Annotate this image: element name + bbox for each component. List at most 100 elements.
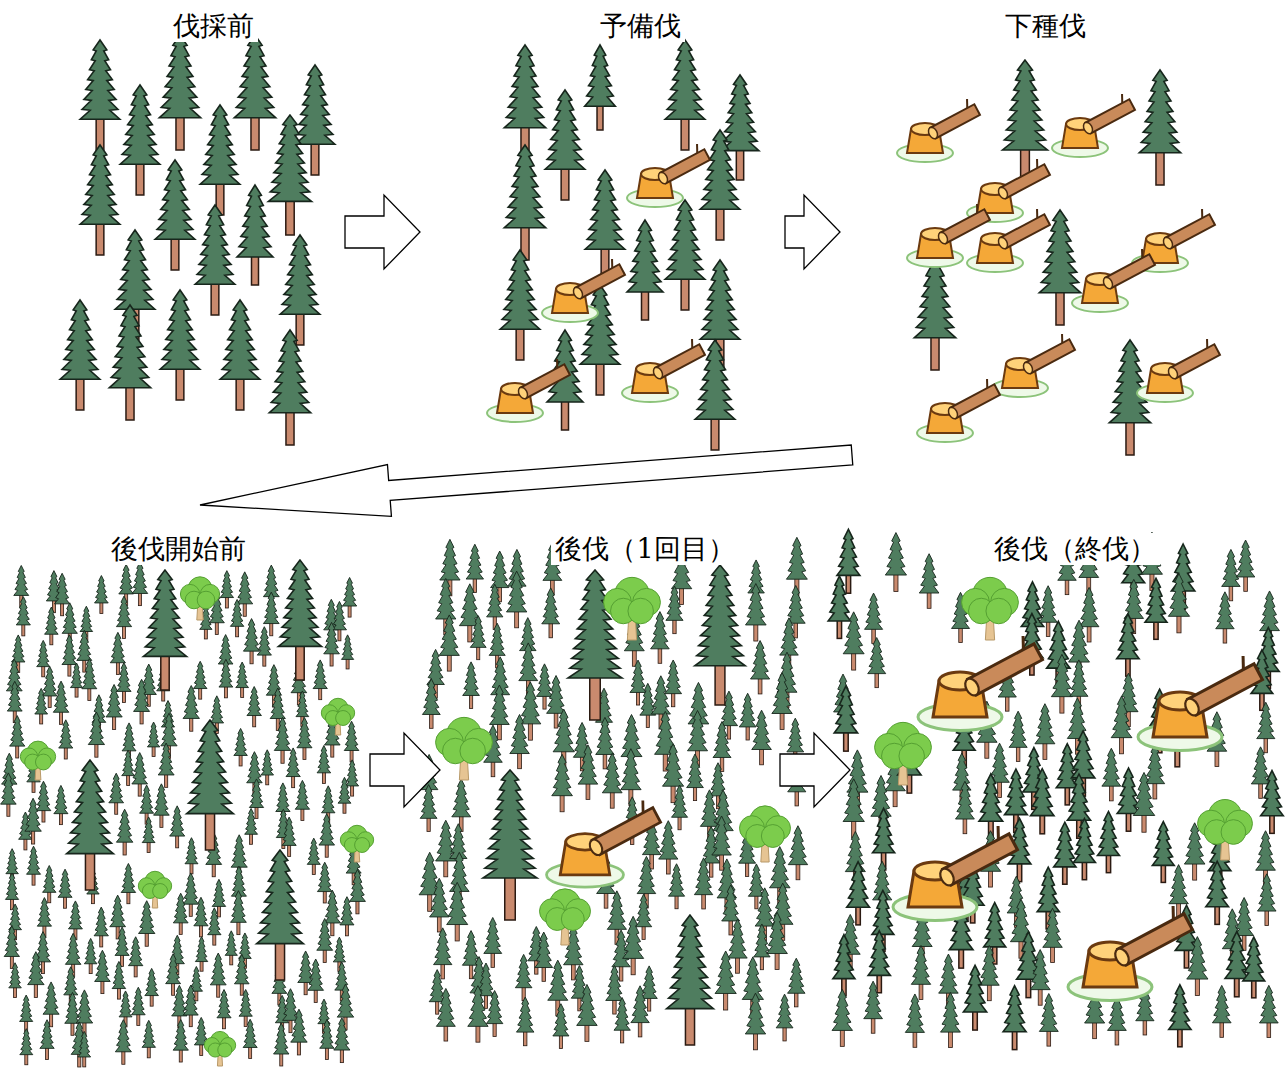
conifer-crown bbox=[231, 835, 247, 867]
conifer-crown bbox=[134, 679, 150, 711]
conifer-crown bbox=[1133, 772, 1155, 815]
conifer-crown bbox=[110, 632, 125, 662]
conifer-crown bbox=[1235, 897, 1254, 935]
conifer-crown bbox=[43, 982, 59, 1014]
conifer-crown bbox=[1003, 60, 1048, 150]
tree-stump bbox=[542, 257, 625, 322]
conifer-crown bbox=[520, 682, 541, 724]
conifer-crown bbox=[257, 627, 271, 655]
conifer-crown bbox=[427, 649, 445, 684]
conifer-crown bbox=[1216, 592, 1234, 629]
conifer-crown bbox=[712, 816, 732, 855]
conifer-crown bbox=[752, 710, 772, 749]
conifer-crown bbox=[166, 954, 181, 984]
conifer-crown bbox=[95, 950, 111, 981]
tree-stump bbox=[622, 337, 705, 402]
conifer-crown bbox=[341, 635, 353, 660]
conifer-crown bbox=[885, 533, 906, 575]
conifer-crown bbox=[640, 683, 656, 715]
block-arrow bbox=[785, 195, 840, 269]
conifer-crown bbox=[217, 989, 231, 1017]
conifer-crown bbox=[193, 661, 207, 688]
conifer-crown bbox=[268, 115, 311, 201]
stage-title: 下種伐 bbox=[1001, 10, 1090, 42]
conifer-crown bbox=[621, 749, 641, 790]
stage-title: 後伐開始前 bbox=[107, 533, 250, 565]
conifer-crown bbox=[20, 995, 33, 1021]
conifer-crown bbox=[1079, 587, 1099, 626]
conifer-crown bbox=[37, 640, 50, 666]
stage-title: 後伐（終伐） bbox=[990, 533, 1160, 565]
conifer-crown bbox=[713, 721, 731, 757]
conifer-crown bbox=[828, 576, 850, 621]
conifer-crown bbox=[979, 945, 999, 985]
conifer-crown bbox=[320, 1020, 334, 1049]
conifer-crown bbox=[1067, 774, 1090, 820]
conifer-crown bbox=[1222, 549, 1241, 586]
conifer-crown bbox=[788, 826, 807, 865]
conifer-crown bbox=[321, 786, 334, 813]
conifer-crown bbox=[142, 817, 155, 843]
conifer-crown bbox=[623, 916, 644, 958]
conifer-crown bbox=[430, 878, 449, 917]
broadleaf-crown bbox=[153, 884, 168, 899]
conifer-crown bbox=[296, 691, 309, 717]
tree-stump bbox=[1068, 903, 1192, 1000]
conifer-crown bbox=[450, 824, 467, 859]
block-arrow bbox=[200, 445, 853, 516]
conifer-crown bbox=[154, 784, 170, 815]
conifer-crown bbox=[847, 862, 870, 908]
conifer-crown bbox=[7, 681, 22, 711]
conifer-crown bbox=[607, 891, 626, 929]
conifer-crown bbox=[787, 718, 804, 752]
conifer-crown bbox=[651, 676, 670, 714]
conifer-crown bbox=[422, 679, 440, 715]
conifer-crown bbox=[110, 895, 126, 927]
conifer-crown bbox=[324, 890, 340, 923]
broadleaf-crown bbox=[218, 1043, 232, 1057]
conifer-crown bbox=[1003, 986, 1026, 1032]
conifer-crown bbox=[340, 897, 354, 925]
conifer-crown bbox=[868, 931, 890, 976]
conifer-crown bbox=[606, 965, 623, 1000]
conifer-crown bbox=[318, 999, 330, 1024]
conifer-crown bbox=[68, 901, 82, 929]
conifer-crown bbox=[1257, 702, 1275, 738]
conifer-crown bbox=[338, 777, 351, 803]
conifer-crown bbox=[236, 662, 249, 688]
conifer-crown bbox=[313, 660, 327, 689]
conifer-crown bbox=[487, 584, 503, 617]
conifer-crown bbox=[666, 586, 683, 620]
conifer-crown bbox=[911, 945, 930, 984]
conifer-crown bbox=[70, 663, 82, 688]
conifer-crown bbox=[504, 45, 545, 128]
conifer-crown bbox=[577, 984, 598, 1025]
conifer-crown bbox=[80, 145, 120, 224]
tree-stump bbox=[893, 823, 1017, 920]
conifer-crown bbox=[728, 919, 747, 958]
conifer-crown bbox=[843, 612, 864, 654]
conifer-crown bbox=[750, 641, 769, 679]
conifer-crown bbox=[53, 681, 69, 712]
conifer-crown bbox=[434, 928, 452, 965]
conifer-crown bbox=[307, 838, 320, 864]
conifer-crown bbox=[106, 684, 122, 716]
broadleaf-crown bbox=[899, 743, 925, 769]
conifer-crown bbox=[62, 603, 77, 634]
stage-panel: 伐採前 bbox=[60, 5, 345, 455]
conifer-crown bbox=[865, 593, 883, 629]
conifer-crown bbox=[324, 622, 340, 653]
tree-stump bbox=[917, 377, 1000, 442]
conifer-crown bbox=[463, 662, 480, 696]
conifer-crown bbox=[662, 744, 683, 786]
conifer-crown bbox=[1009, 711, 1027, 747]
conifer-crown bbox=[504, 145, 545, 228]
conifer-crown bbox=[10, 716, 25, 747]
conifer-crown bbox=[545, 90, 585, 169]
tree-stump bbox=[1072, 247, 1155, 312]
conifer-crown bbox=[776, 994, 793, 1028]
conifer-crown bbox=[220, 300, 260, 379]
broadleaf-crown bbox=[561, 908, 584, 931]
conifer-crown bbox=[195, 205, 235, 284]
conifer-crown bbox=[687, 754, 704, 788]
